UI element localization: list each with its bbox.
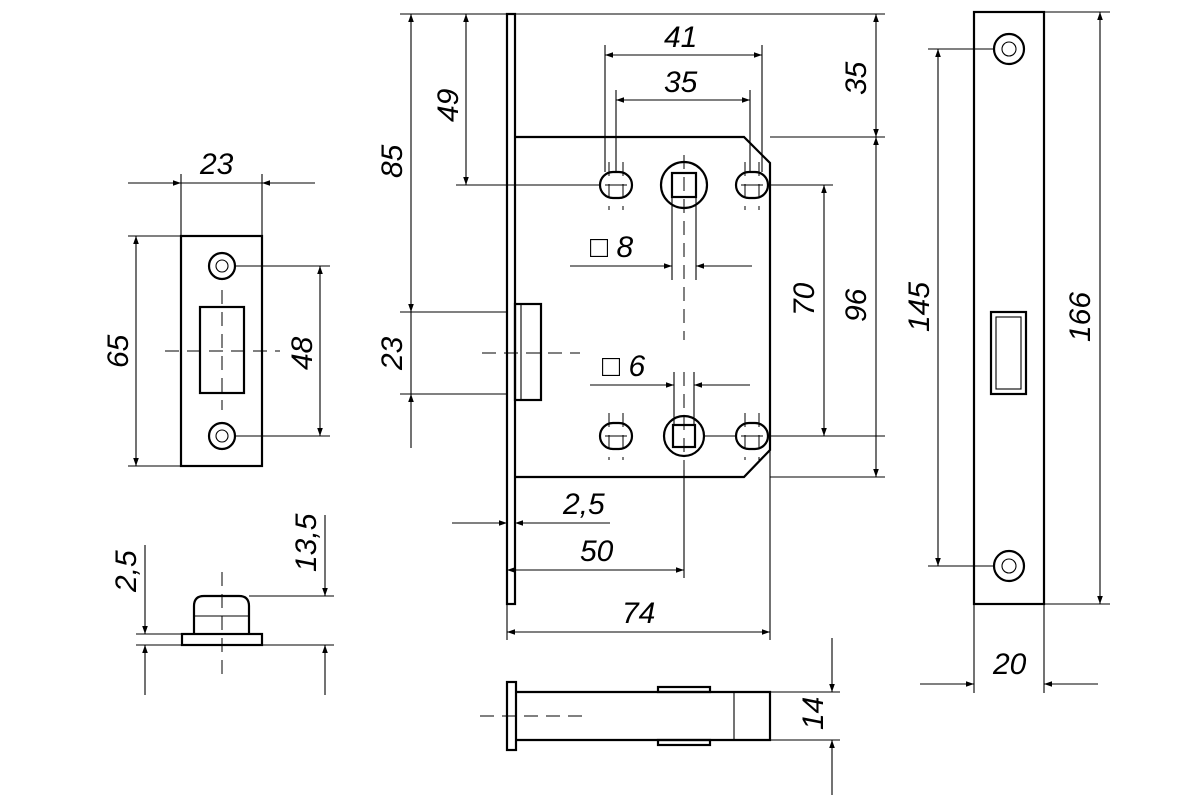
dim-lock-35-top: 35 <box>840 61 873 95</box>
latch-bolt <box>513 302 543 402</box>
dim-faceplate-145: 145 <box>903 282 936 332</box>
strike-plate-front-view: 23 65 48 <box>102 148 330 468</box>
dim-faceplate-166: 166 <box>1064 292 1097 342</box>
dim-lock-41: 41 <box>664 21 697 54</box>
dim-body-74: 74 <box>622 597 655 630</box>
faceplate-screw-hole-bottom <box>992 549 1026 583</box>
dim-faceplate-20: 20 <box>992 648 1027 681</box>
dim-strike-thickness: 2,5 <box>110 550 143 593</box>
fixing-slot-top-left <box>598 170 634 200</box>
faceplate-screw-hole-top <box>992 32 1026 66</box>
strike-screw-hole-bottom <box>207 421 237 451</box>
lock-body-side-view: 41 35 35 49 85 23 70 96 □ 8 □ 6 2,5 50 7… <box>376 12 885 640</box>
dim-latch-14: 14 <box>797 697 830 730</box>
dim-lock-49: 49 <box>432 88 465 122</box>
dim-faceplate-2-5: 2,5 <box>562 488 605 521</box>
faceplate-outline <box>972 10 1046 606</box>
dim-lock-35-holes: 35 <box>664 66 698 99</box>
strike-plate-latch-opening <box>198 305 246 395</box>
strike-plate-side-view: 2,5 13,5 <box>110 513 334 695</box>
dim-square-6: □ 6 <box>602 350 645 383</box>
dim-backset-50: 50 <box>580 535 614 568</box>
fixing-slot-bottom-right <box>734 421 770 451</box>
latch-bottom-view: 14 <box>480 638 840 795</box>
dim-strike-screw-spacing: 48 <box>286 336 319 370</box>
dim-strike-depth: 13,5 <box>290 513 323 572</box>
fixing-slot-top-right <box>734 170 770 200</box>
dim-lock-96: 96 <box>840 288 873 322</box>
fixing-slot-bottom-left <box>598 421 634 451</box>
dim-lock-23: 23 <box>376 336 409 371</box>
faceplate-front-view: 145 166 20 <box>903 10 1110 693</box>
dim-lock-85: 85 <box>376 144 409 178</box>
strike-screw-hole-top <box>207 251 237 281</box>
faceplate-edge <box>505 12 517 606</box>
lock-case-outline <box>515 135 772 479</box>
dim-strike-width: 23 <box>199 148 234 181</box>
faceplate-latch-window <box>989 310 1028 396</box>
dim-strike-height: 65 <box>102 334 135 368</box>
dim-lock-70: 70 <box>788 282 821 316</box>
dim-square-8: □ 8 <box>590 231 633 264</box>
